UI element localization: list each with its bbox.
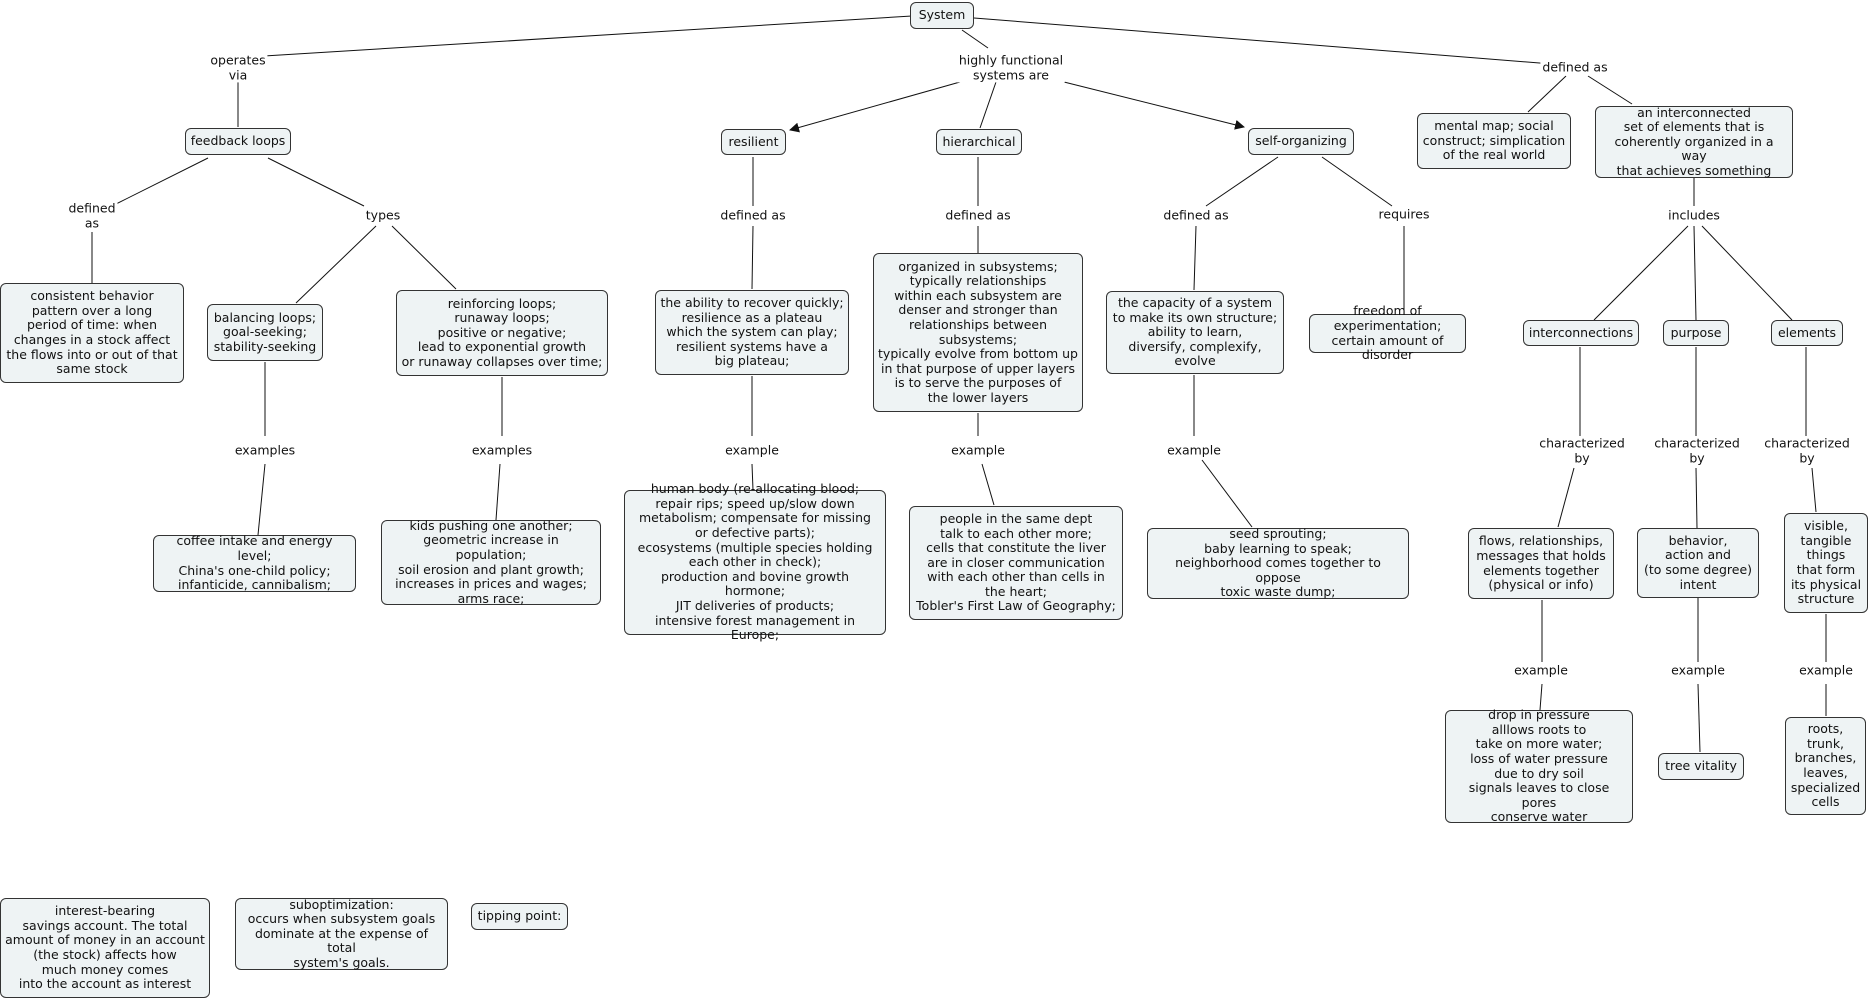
node-suboptimization[interactable]: suboptimization: occurs when subsystem g… — [235, 897, 448, 970]
node-reinforcing-loops[interactable]: reinforcing loops; runaway loops; positi… — [396, 290, 608, 376]
node-drop-in-pressure[interactable]: drop in pressure alllows roots to take o… — [1445, 707, 1633, 824]
node-flows-relationships[interactable]: flows, relationships, messages that hold… — [1468, 528, 1614, 599]
link-label-pu-characterized: characterized by — [1652, 435, 1742, 466]
link-label-so-requires: requires — [1376, 206, 1432, 223]
link-label-ic-characterized: characterized by — [1537, 435, 1627, 466]
node-tipping-point[interactable]: tipping point: — [471, 903, 568, 930]
node-self-organizing-examples[interactable]: seed sprouting; baby learning to speak; … — [1147, 526, 1409, 599]
node-reinforcing-examples[interactable]: kids pushing one another; geometric incr… — [381, 518, 601, 605]
link-label-res-defined-as: defined as — [718, 207, 788, 224]
link-label-el-example: example — [1797, 662, 1855, 679]
link-label-so-example: example — [1165, 442, 1223, 459]
node-tree-vitality[interactable]: tree vitality — [1658, 753, 1744, 780]
node-balancing-loops[interactable]: balancing loops; goal-seeking; stability… — [207, 304, 323, 361]
node-roots-trunk[interactable]: roots, trunk, branches, leaves, speciali… — [1785, 717, 1866, 815]
node-self-organizing[interactable]: self-organizing — [1248, 128, 1354, 155]
node-behavior-intent[interactable]: behavior, action and (to some degree) in… — [1637, 528, 1759, 598]
link-label-bal-examples: examples — [232, 442, 298, 459]
node-system[interactable]: System — [910, 2, 974, 29]
link-label-operates-via: operates via — [208, 52, 268, 83]
node-resilient[interactable]: resilient — [721, 129, 786, 155]
link-label-defined-as-top: defined as — [1540, 59, 1610, 76]
node-resilience-definition[interactable]: the ability to recover quickly; resilien… — [655, 290, 849, 375]
link-label-pu-example: example — [1669, 662, 1727, 679]
link-label-hier-example: example — [949, 442, 1007, 459]
node-mental-map[interactable]: mental map; social construct; simplicati… — [1417, 113, 1571, 169]
node-feedback-loops[interactable]: feedback loops — [185, 128, 291, 155]
link-label-ic-example: example — [1512, 662, 1570, 679]
node-consistent-behavior[interactable]: consistent behavior pattern over a long … — [0, 283, 184, 383]
link-label-highly-functional: highly functional systems are — [956, 52, 1066, 83]
link-label-rein-examples: examples — [469, 442, 535, 459]
node-self-organizing-definition[interactable]: the capacity of a system to make its own… — [1106, 291, 1284, 374]
node-hierarchical[interactable]: hierarchical — [936, 129, 1022, 155]
link-label-fl-defined-as: defined as — [66, 200, 118, 231]
link-label-fl-types: types — [363, 207, 403, 224]
link-label-hier-defined-as: defined as — [943, 207, 1013, 224]
node-visible-things[interactable]: visible, tangible things that form its p… — [1784, 513, 1868, 613]
link-label-so-defined-as: defined as — [1161, 207, 1231, 224]
node-elements[interactable]: elements — [1771, 320, 1843, 346]
link-label-res-example: example — [723, 442, 781, 459]
node-interconnected-elements[interactable]: an interconnected set of elements that i… — [1595, 105, 1793, 178]
node-hierarchy-examples[interactable]: people in the same dept talk to each oth… — [909, 506, 1123, 620]
node-interest-bearing[interactable]: interest-bearing savings account. The to… — [0, 898, 210, 998]
node-resilience-examples[interactable]: human body (re-allocating blood; repair … — [624, 481, 886, 642]
node-balancing-examples[interactable]: coffee intake and energy level; China's … — [153, 534, 356, 592]
node-freedom-of-experimentation[interactable]: freedom of experimentation; certain amou… — [1309, 304, 1466, 362]
link-label-el-characterized: characterized by — [1762, 435, 1852, 466]
node-hierarchy-definition[interactable]: organized in subsystems; typically relat… — [873, 253, 1083, 412]
node-interconnections[interactable]: interconnections — [1523, 320, 1639, 346]
link-label-includes: includes — [1666, 207, 1722, 224]
node-purpose[interactable]: purpose — [1663, 320, 1729, 346]
